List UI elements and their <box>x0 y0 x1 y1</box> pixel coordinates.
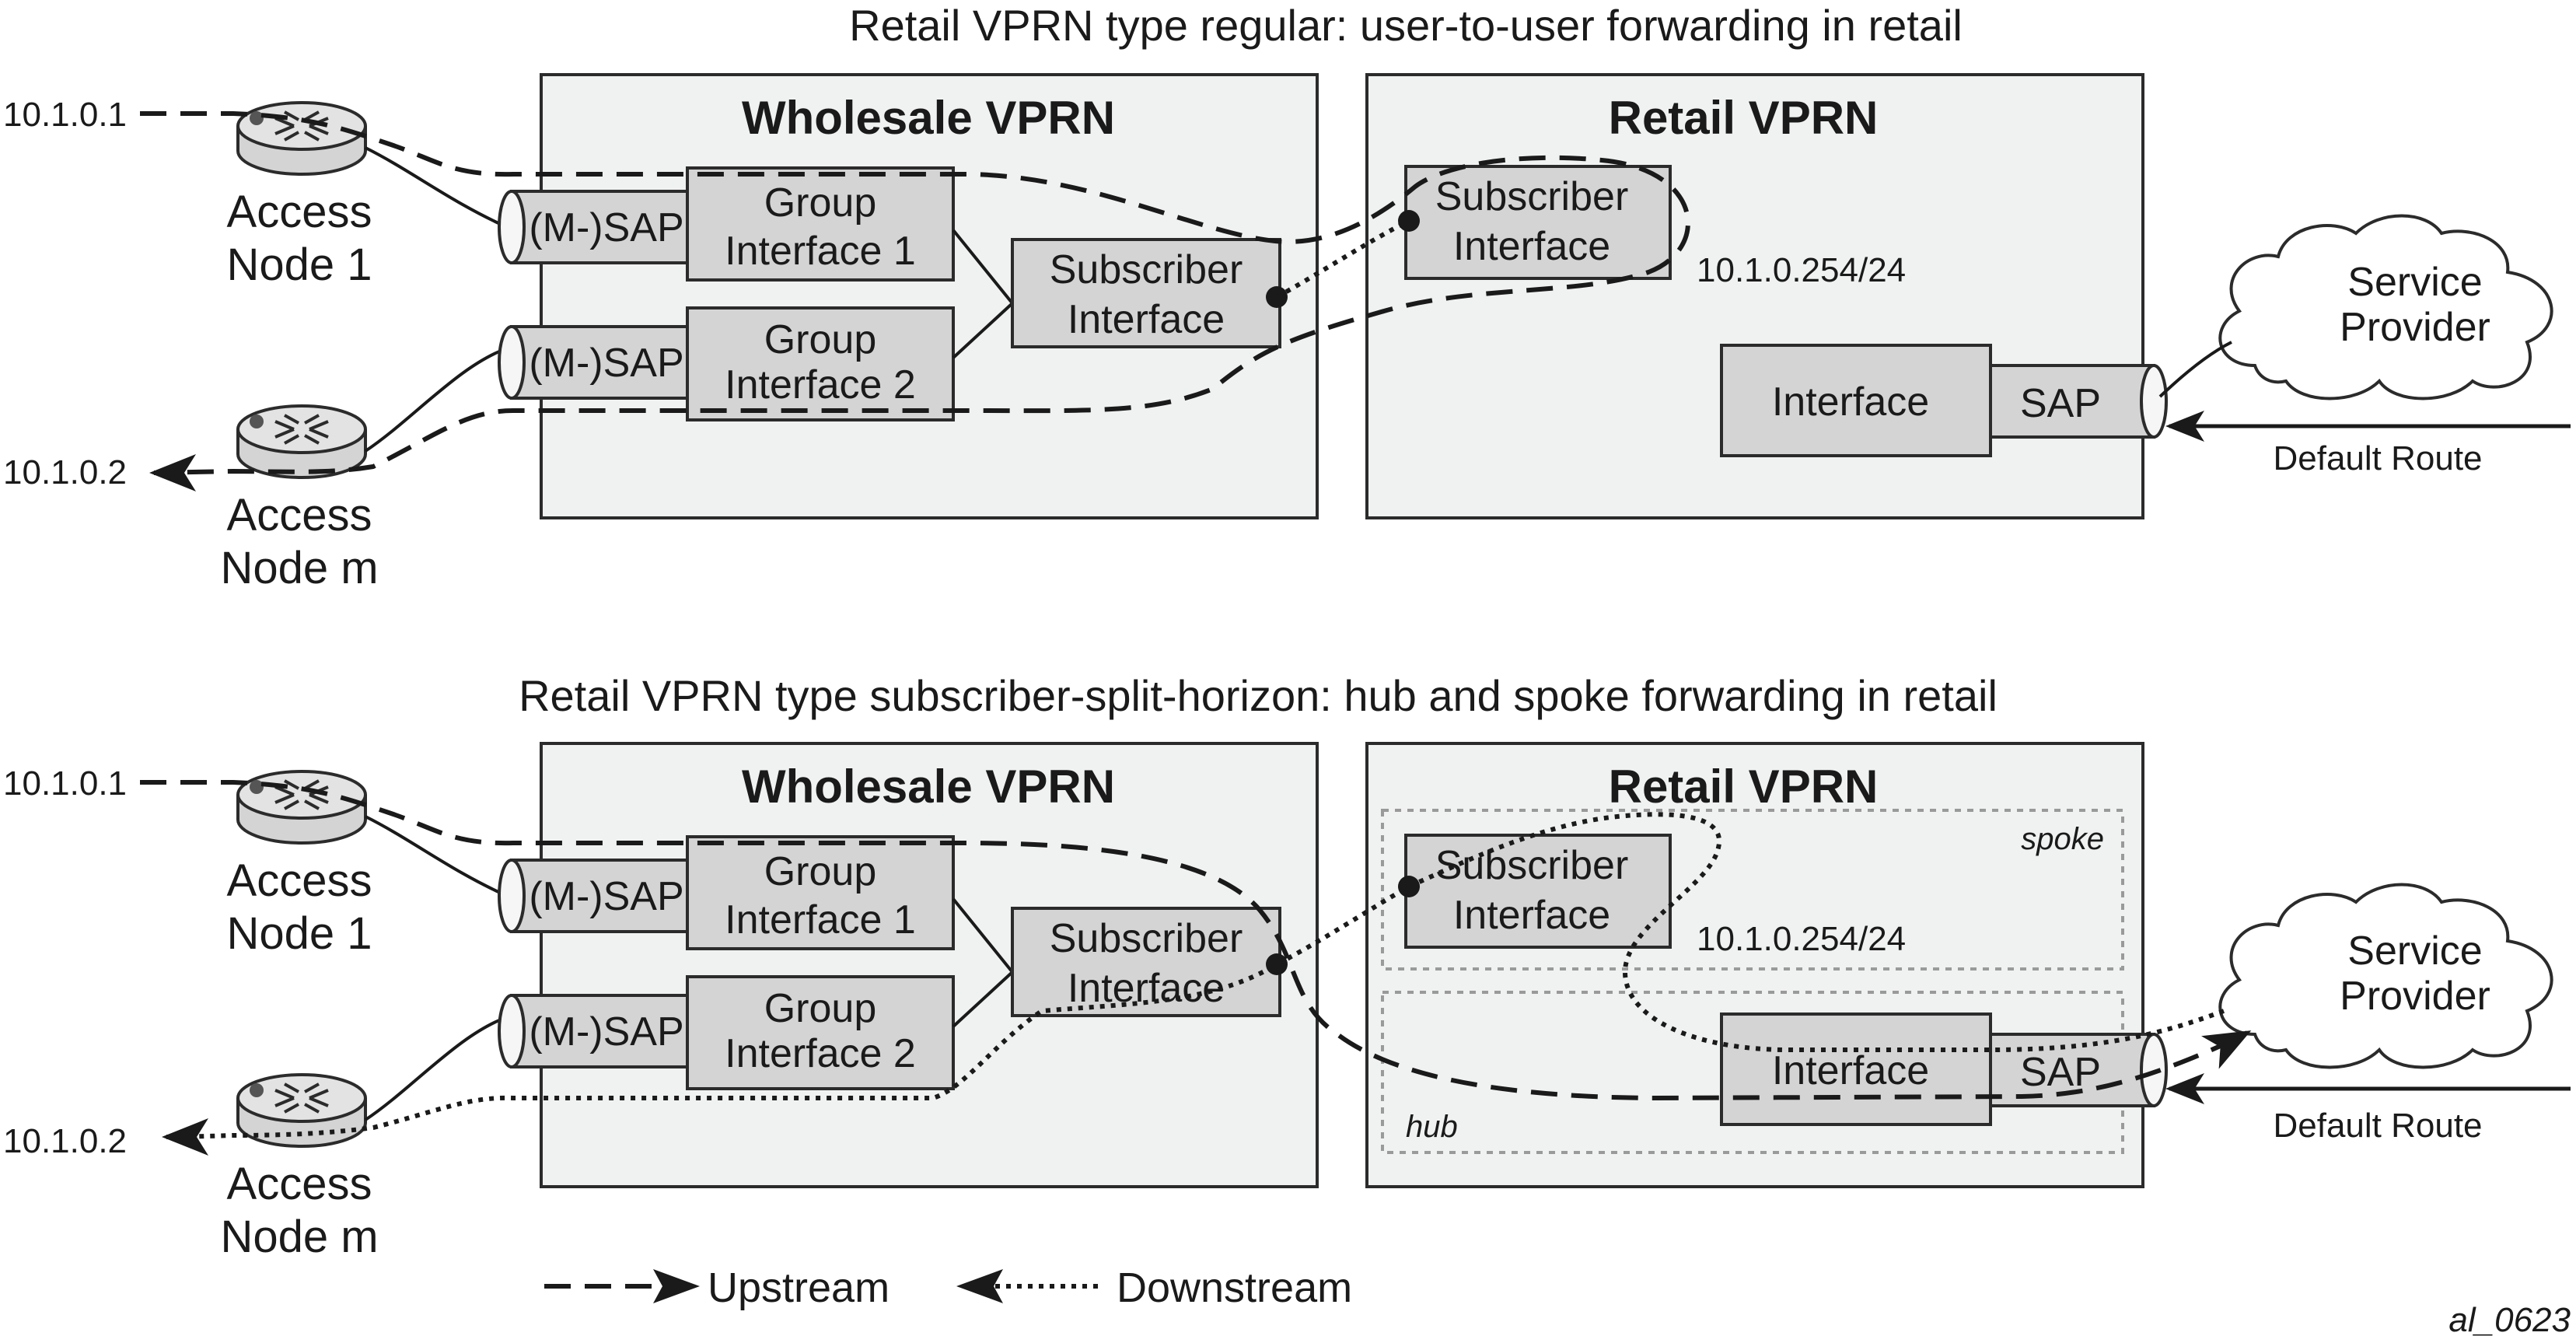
top-sap-to-provider-link <box>2158 341 2232 398</box>
top-sap-pipe <box>1989 364 2155 439</box>
top-title: Retail VPRN type regular: user-to-user f… <box>849 1 1963 50</box>
bottom-group-interface-1-box <box>686 835 955 950</box>
bottom-access-node-1-label-line1: Access <box>227 855 372 906</box>
top-msap1-pipe <box>510 190 689 264</box>
top-access-node-1-router-icon <box>236 101 367 176</box>
top-access-node-m-label-line1: Access <box>227 490 372 540</box>
bottom-msap1-label: (M-)SAP <box>529 874 683 919</box>
top-wholesale-subscriber-interface-line1: Subscriber <box>1050 247 1243 292</box>
top-sap-pipe-end <box>2140 364 2168 439</box>
bottom-retail-subnet: 10.1.0.254/24 <box>1697 920 1906 958</box>
bottom-retail-subscriber-interface-line1: Subscriber <box>1435 843 1629 888</box>
top-dotted-subscriber-link <box>1275 219 1410 299</box>
top-retail-subscriber-interface-box <box>1404 165 1672 280</box>
top-group-interface-1-line1: Group <box>764 180 877 226</box>
top-msap2-label: (M-)SAP <box>529 341 683 386</box>
top-retail-subscriber-interface-line1: Subscriber <box>1435 174 1629 219</box>
bottom-wholesale-vprn-title: Wholesale VPRN <box>742 761 1115 813</box>
top-msap1-pipe-end <box>498 190 526 264</box>
bottom-access-node-1-router-icon <box>236 770 367 845</box>
bottom-sap-label: SAP <box>2020 1050 2101 1095</box>
top-access-node-m-router-icon <box>236 404 367 479</box>
bottom-group-interface-2-line2: Interface 2 <box>725 1031 916 1076</box>
bottom-retail-subscriber-endpoint-dot <box>1398 876 1420 897</box>
top-service-provider-line2: Provider <box>2340 305 2490 350</box>
bottom-upstream-arrow-head <box>2201 1030 2252 1069</box>
top-retail-vprn-title: Retail VPRN <box>1609 92 1879 144</box>
bottom-diagram: Retail VPRN type subscriber-split-horizo… <box>3 671 2571 1262</box>
top-retail-interface-label: Interface <box>1772 379 1929 425</box>
bottom-hub-label: hub <box>1406 1110 1458 1144</box>
top-default-route-label: Default Route <box>2273 439 2482 477</box>
bottom-group-interface-1-line1: Group <box>764 849 877 894</box>
bottom-msap2-pipe-end <box>498 994 526 1068</box>
top-access-node-m-label-line2: Node m <box>220 543 378 593</box>
bottom-retail-vprn-title: Retail VPRN <box>1609 761 1879 813</box>
bottom-retail-subscriber-interface-line2: Interface <box>1453 893 1610 938</box>
bottom-ip-10-1-0-2: 10.1.0.2 <box>3 1122 127 1160</box>
bottom-msap1-pipe <box>510 859 689 933</box>
bottom-access-node-1-label-line2: Node 1 <box>226 908 372 959</box>
bottom-wholesale-subscriber-interface-box <box>1011 907 1281 1017</box>
top-retail-subnet: 10.1.0.254/24 <box>1697 251 1906 289</box>
bottom-group-interface-2-line1: Group <box>764 986 877 1031</box>
bottom-service-provider-cloud <box>2218 883 2553 1069</box>
bottom-spoke-label: spoke <box>2021 822 2104 856</box>
bottom-wholesale-subscriber-interface-line1: Subscriber <box>1050 916 1243 961</box>
bottom-spoke-zone <box>1381 809 2124 971</box>
bottom-access-node-m-label-line1: Access <box>227 1159 372 1209</box>
bottom-wholesale-subscriber-endpoint-dot <box>1266 953 1288 975</box>
legend-downstream-arrow-icon <box>956 1269 1003 1303</box>
bottom-default-route-label: Default Route <box>2273 1107 2482 1145</box>
top-service-provider-cloud <box>2218 214 2553 400</box>
top-ip-10-1-0-2: 10.1.0.2 <box>3 453 127 491</box>
top-wholesale-subscriber-interface-line2: Interface <box>1068 297 1225 342</box>
bottom-link-node1-msap1 <box>365 815 508 897</box>
top-link-node1-msap1 <box>365 146 508 229</box>
bottom-msap2-label: (M-)SAP <box>529 1009 683 1054</box>
legend: Upstream Downstream <box>544 1264 1352 1311</box>
bottom-group-interface-1-line2: Interface 1 <box>725 897 916 943</box>
bottom-link-nodem-msap2 <box>364 1016 508 1121</box>
legend-upstream-label: Upstream <box>708 1264 890 1311</box>
top-link-nodem-msap2 <box>364 347 508 453</box>
top-retail-interface-box <box>1720 344 1992 457</box>
top-group-interface-2-box <box>686 306 955 421</box>
top-ip-10-1-0-1: 10.1.0.1 <box>3 96 127 134</box>
top-diagram: Retail VPRN type regular: user-to-user f… <box>3 1 2571 593</box>
top-msap1-label: (M-)SAP <box>529 205 683 250</box>
bottom-access-node-m-label-line2: Node m <box>220 1212 378 1262</box>
legend-upstream-arrow-icon <box>653 1269 700 1303</box>
top-group-interface-2-line1: Group <box>764 317 877 362</box>
bottom-retail-subscriber-interface-box <box>1404 834 1672 949</box>
bottom-upstream-dashed-path <box>140 780 2241 1101</box>
bottom-service-provider-line2: Provider <box>2340 974 2490 1019</box>
top-service-provider-line1: Service <box>2347 260 2482 305</box>
top-wholesale-vprn-title: Wholesale VPRN <box>742 92 1115 144</box>
top-retail-subscriber-interface-line2: Interface <box>1453 224 1610 269</box>
top-wholesale-subscriber-interface-box <box>1011 238 1281 348</box>
bottom-group-interface-2-box <box>686 975 955 1090</box>
top-access-node-1-label-line1: Access <box>227 187 372 237</box>
top-group-interface-1-line2: Interface 1 <box>725 229 916 274</box>
bottom-title: Retail VPRN type subscriber-split-horizo… <box>519 671 1998 720</box>
top-group-interface-1-box <box>686 166 955 282</box>
bottom-msap1-pipe-end <box>498 859 526 933</box>
bottom-service-provider-line1: Service <box>2347 929 2482 974</box>
figure-id: al_0623 <box>2448 1301 2571 1339</box>
top-msap2-pipe-end <box>498 325 526 400</box>
top-group-interface-2-line2: Interface 2 <box>725 362 916 407</box>
top-access-node-1-label-line2: Node 1 <box>226 240 372 290</box>
bottom-ip-10-1-0-1: 10.1.0.1 <box>3 764 127 803</box>
bottom-hub-zone <box>1381 991 2124 1154</box>
top-sap-label: SAP <box>2020 381 2101 426</box>
bottom-retail-interface-box <box>1720 1012 1992 1126</box>
bottom-retail-interface-label: Interface <box>1772 1048 1929 1093</box>
legend-downstream-label: Downstream <box>1117 1264 1352 1311</box>
